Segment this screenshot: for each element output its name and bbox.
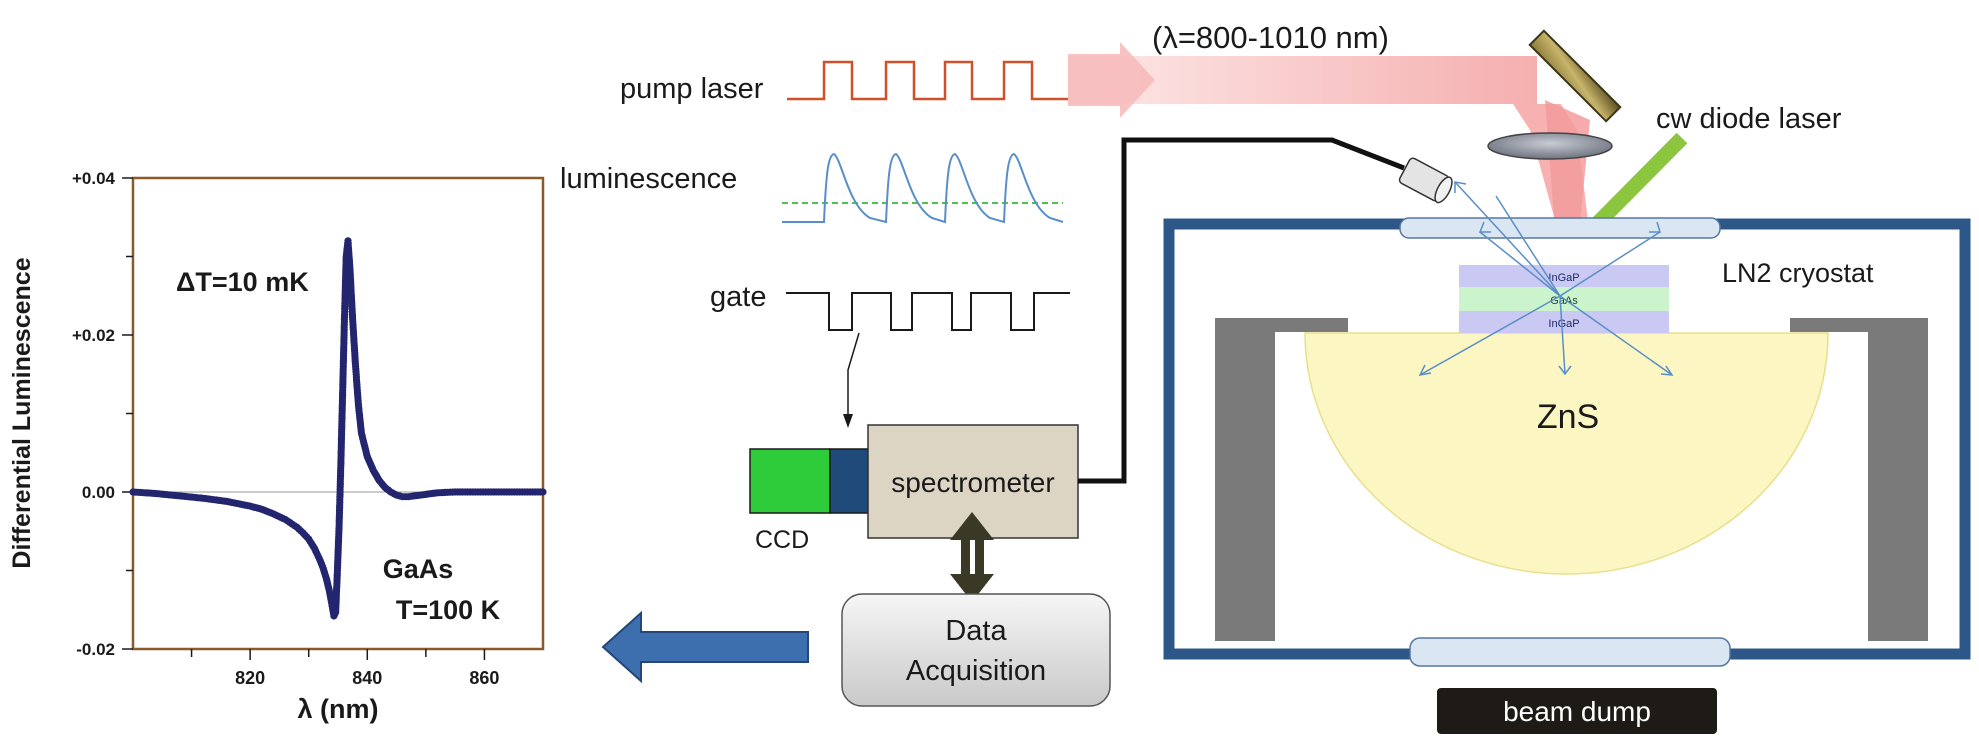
cryostat-label: LN2 cryostat (1722, 258, 1874, 288)
data-points (129, 237, 547, 620)
annotation-delta-t: ΔT=10 mK (176, 267, 309, 297)
gate-arrow-head (843, 414, 853, 428)
annotation-material: GaAs (383, 554, 454, 584)
y-tick-label: -0.02 (76, 640, 115, 659)
daq-label-line1: Data (945, 615, 1007, 647)
optical-fiber (1078, 137, 1405, 484)
cw-laser-label: cw diode laser (1656, 103, 1842, 135)
luminescence-label: luminescence (560, 163, 737, 195)
y-tick-label: +0.04 (72, 169, 116, 188)
pump-pulse-train (787, 60, 1068, 101)
right-cold-finger (1868, 318, 1928, 641)
y-tick-label: 0.00 (82, 483, 115, 502)
spectrometer-daq-double-arrow (950, 512, 994, 602)
ccd-label: CCD (755, 526, 809, 554)
left-cold-finger-top (1215, 318, 1348, 332)
beam-dump-label: beam dump (1503, 696, 1651, 727)
ccd-sensor (829, 448, 869, 514)
data-acquisition-box (841, 593, 1111, 707)
annotation-temperature: T=100 K (396, 595, 501, 625)
x-tick-label: 840 (352, 668, 382, 688)
luminescence-trace (782, 152, 1064, 224)
emission-rays (1419, 181, 1673, 376)
emission-ray-heads (1418, 181, 1674, 377)
x-tick-label: 860 (469, 668, 499, 688)
pump-laser-label: pump laser (620, 73, 764, 105)
differential-luminescence-chart: +0.04 +0.02 0.00 -0.02 820 840 860 Differenti… (8, 169, 547, 724)
zns-dome (1304, 332, 1829, 575)
top-window (1399, 217, 1721, 239)
x-axis-label: λ (nm) (298, 694, 379, 724)
gate-pulse-train (786, 292, 1070, 331)
ingap-top-label: InGaP (1548, 272, 1579, 284)
ingap-bottom-layer (1459, 311, 1669, 333)
ccd-block (749, 448, 831, 514)
daq-label-line2: Acquisition (906, 655, 1046, 687)
ingap-bottom-label: InGaP (1548, 318, 1579, 330)
gate-label: gate (710, 281, 766, 313)
lens-icon (1487, 132, 1613, 160)
data-point (539, 488, 547, 496)
y-tick-label: +0.02 (72, 326, 115, 345)
wavelength-label: (λ=800-1010 nm) (1152, 20, 1389, 55)
fiber-collimator-icon (1398, 157, 1453, 204)
gate-to-ccd-arrow (847, 332, 860, 420)
bottom-window (1409, 637, 1731, 667)
left-arrow (601, 610, 809, 684)
beam-dump-box (1437, 688, 1717, 734)
x-axis-ticks: 820 840 860 (190, 649, 499, 688)
mirror-icon (1528, 29, 1622, 123)
right-cold-finger-top (1790, 318, 1928, 332)
ingap-top-layer (1459, 265, 1669, 287)
x-tick-label: 820 (235, 668, 265, 688)
spectrometer-label: spectrometer (891, 467, 1054, 498)
zns-label: ZnS (1537, 398, 1599, 436)
left-cold-finger (1215, 318, 1275, 641)
y-axis-ticks: +0.04 +0.02 0.00 -0.02 (72, 169, 133, 659)
y-axis-label: Differential Luminescence (8, 257, 36, 568)
